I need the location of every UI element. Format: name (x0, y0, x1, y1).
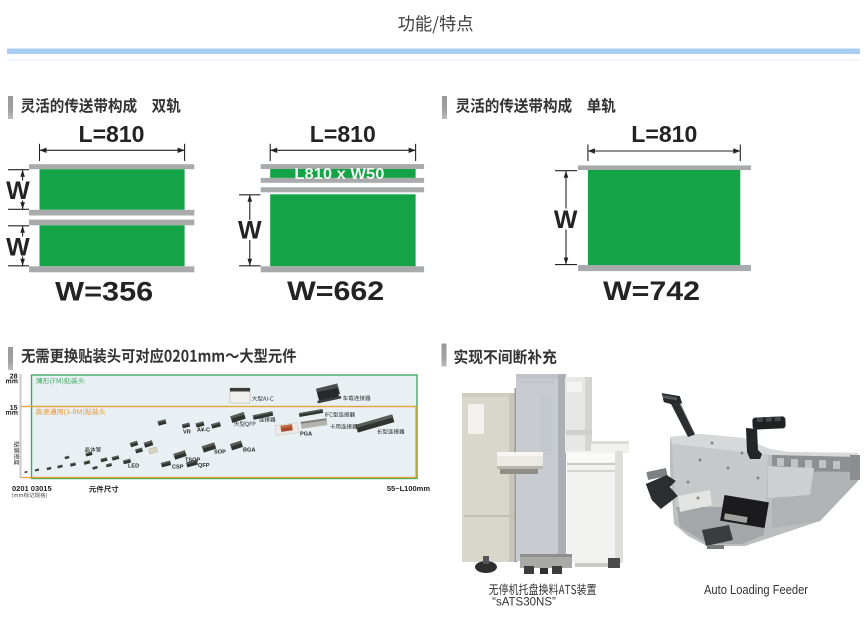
svg-text:W: W (554, 206, 578, 234)
svg-text:55~L100mm: 55~L100mm (387, 484, 430, 493)
svg-text:W=356: W=356 (55, 276, 153, 306)
svg-text:TSOP: TSOP (185, 458, 200, 464)
svg-text:“sATS30NS”: “sATS30NS” (492, 597, 556, 609)
svg-text:L810 x W50: L810 x W50 (294, 166, 384, 183)
svg-text:15: 15 (10, 405, 18, 412)
svg-text:W: W (6, 177, 30, 205)
svg-text:A¥-C: A¥-C (197, 428, 210, 434)
svg-text:VR: VR (183, 430, 191, 436)
svg-text:0201 03015: 0201 03015 (12, 484, 52, 493)
svg-text:W: W (6, 233, 30, 261)
svg-text:L=810: L=810 (310, 121, 376, 147)
svg-text:CSP: CSP (172, 465, 184, 471)
svg-text:BGA: BGA (243, 448, 255, 454)
svg-text:L=810: L=810 (79, 121, 145, 147)
svg-text:SOP: SOP (214, 450, 226, 456)
svg-text:L=810: L=810 (631, 121, 697, 147)
svg-text:LED: LED (128, 464, 139, 470)
svg-text:W=662: W=662 (287, 276, 384, 306)
svg-text:W=742: W=742 (603, 276, 700, 306)
svg-text:Auto Loading Feeder: Auto Loading Feeder (704, 583, 808, 597)
svg-text:PGA: PGA (300, 432, 312, 438)
svg-text:QFP: QFP (198, 463, 210, 469)
svg-text:28: 28 (10, 374, 18, 381)
